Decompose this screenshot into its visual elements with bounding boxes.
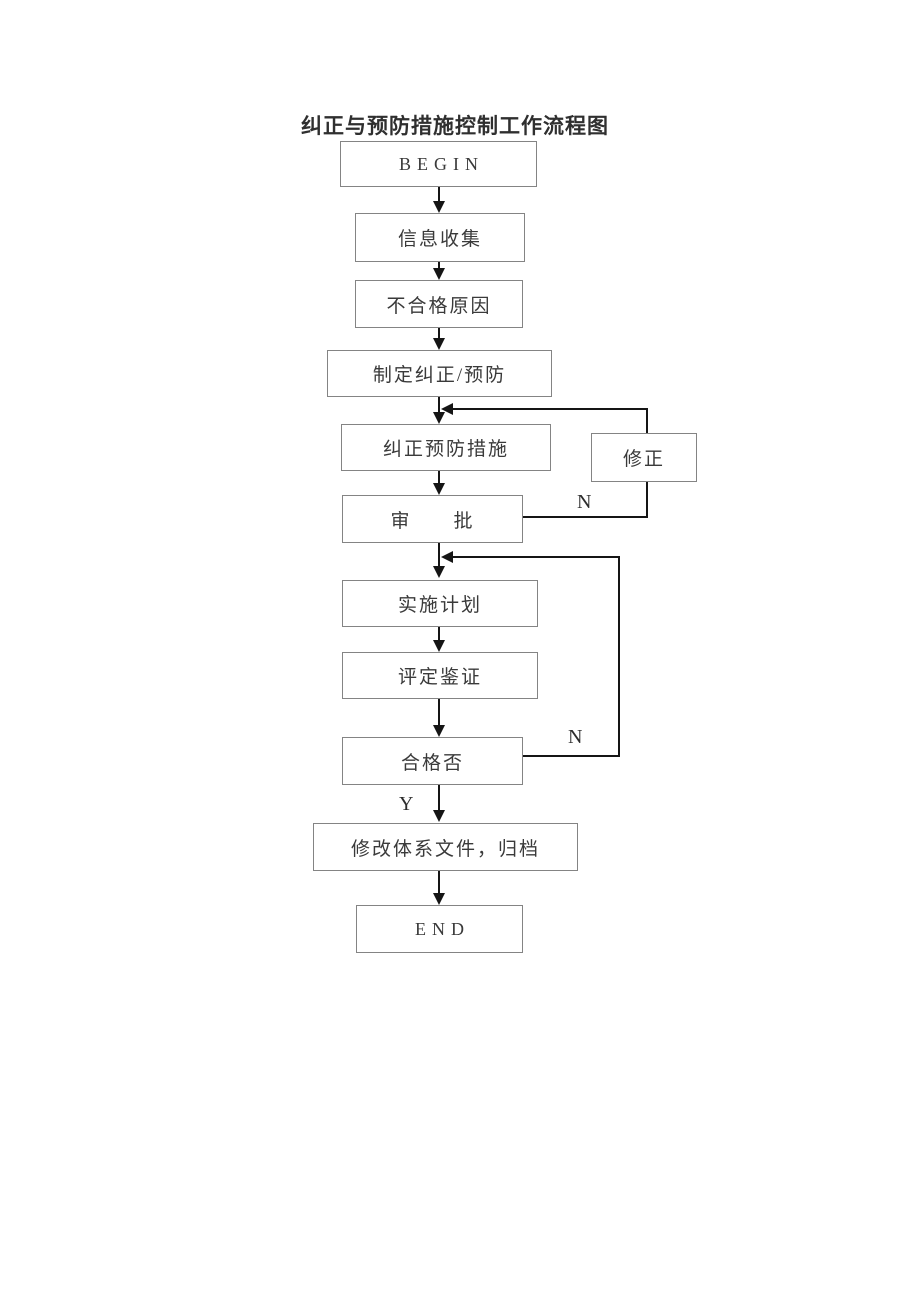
connector-approval-no-horizontal (523, 516, 648, 518)
arrowhead-down-icon (433, 338, 445, 350)
arrowhead-down-icon (433, 810, 445, 822)
arrowhead-down-icon (433, 412, 445, 424)
arrowhead-left-icon (441, 403, 453, 415)
connector-measures-to-approval (438, 471, 440, 485)
arrowhead-down-icon (433, 268, 445, 280)
flow-node-info-collection: 信息收集 (355, 213, 525, 262)
connector-formulate-to-measures (438, 397, 440, 414)
arrowhead-left-icon (441, 551, 453, 563)
arrowhead-down-icon (433, 566, 445, 578)
arrowhead-down-icon (433, 483, 445, 495)
flow-node-nonconformity-cause: 不合格原因 (355, 280, 523, 328)
connector-evaluate-to-qualified (438, 699, 440, 727)
flow-node-begin: BEGIN (340, 141, 537, 187)
connector-revision-return (450, 408, 648, 410)
connector-info-to-cause (438, 262, 440, 270)
connector-qualified-no-vertical (618, 556, 620, 757)
edge-label-qualified-yes: Y (399, 793, 414, 815)
flow-node-end: END (356, 905, 523, 953)
connector-qualified-to-modify (438, 785, 440, 812)
flow-node-approval: 审 批 (342, 495, 523, 543)
arrowhead-down-icon (433, 201, 445, 213)
connector-revision-lower (646, 482, 648, 518)
page-title: 纠正与预防措施控制工作流程图 (301, 114, 609, 138)
connector-qualified-no-return (450, 556, 620, 558)
connector-revision-upper (646, 408, 648, 433)
flow-node-modify-archive: 修改体系文件，归档 (313, 823, 578, 871)
connector-begin-to-info (438, 186, 440, 203)
arrowhead-down-icon (433, 893, 445, 905)
connector-approval-to-implement (438, 543, 440, 568)
flow-node-revision: 修正 (591, 433, 697, 482)
edge-label-approval-no: N (577, 491, 592, 513)
connector-modify-to-end (438, 871, 440, 895)
flow-node-evaluation: 评定鉴证 (342, 652, 538, 699)
edge-label-qualified-no: N (568, 726, 583, 748)
connector-cause-to-formulate (438, 328, 440, 340)
flow-node-qualified-check: 合格否 (342, 737, 523, 785)
arrowhead-down-icon (433, 640, 445, 652)
flow-node-corrective-measures: 纠正预防措施 (341, 424, 551, 471)
flow-node-formulate-corrective: 制定纠正/预防 (327, 350, 552, 397)
connector-implement-to-evaluate (438, 627, 440, 642)
arrowhead-down-icon (433, 725, 445, 737)
connector-qualified-no-horizontal (523, 755, 620, 757)
flow-node-implementation-plan: 实施计划 (342, 580, 538, 627)
